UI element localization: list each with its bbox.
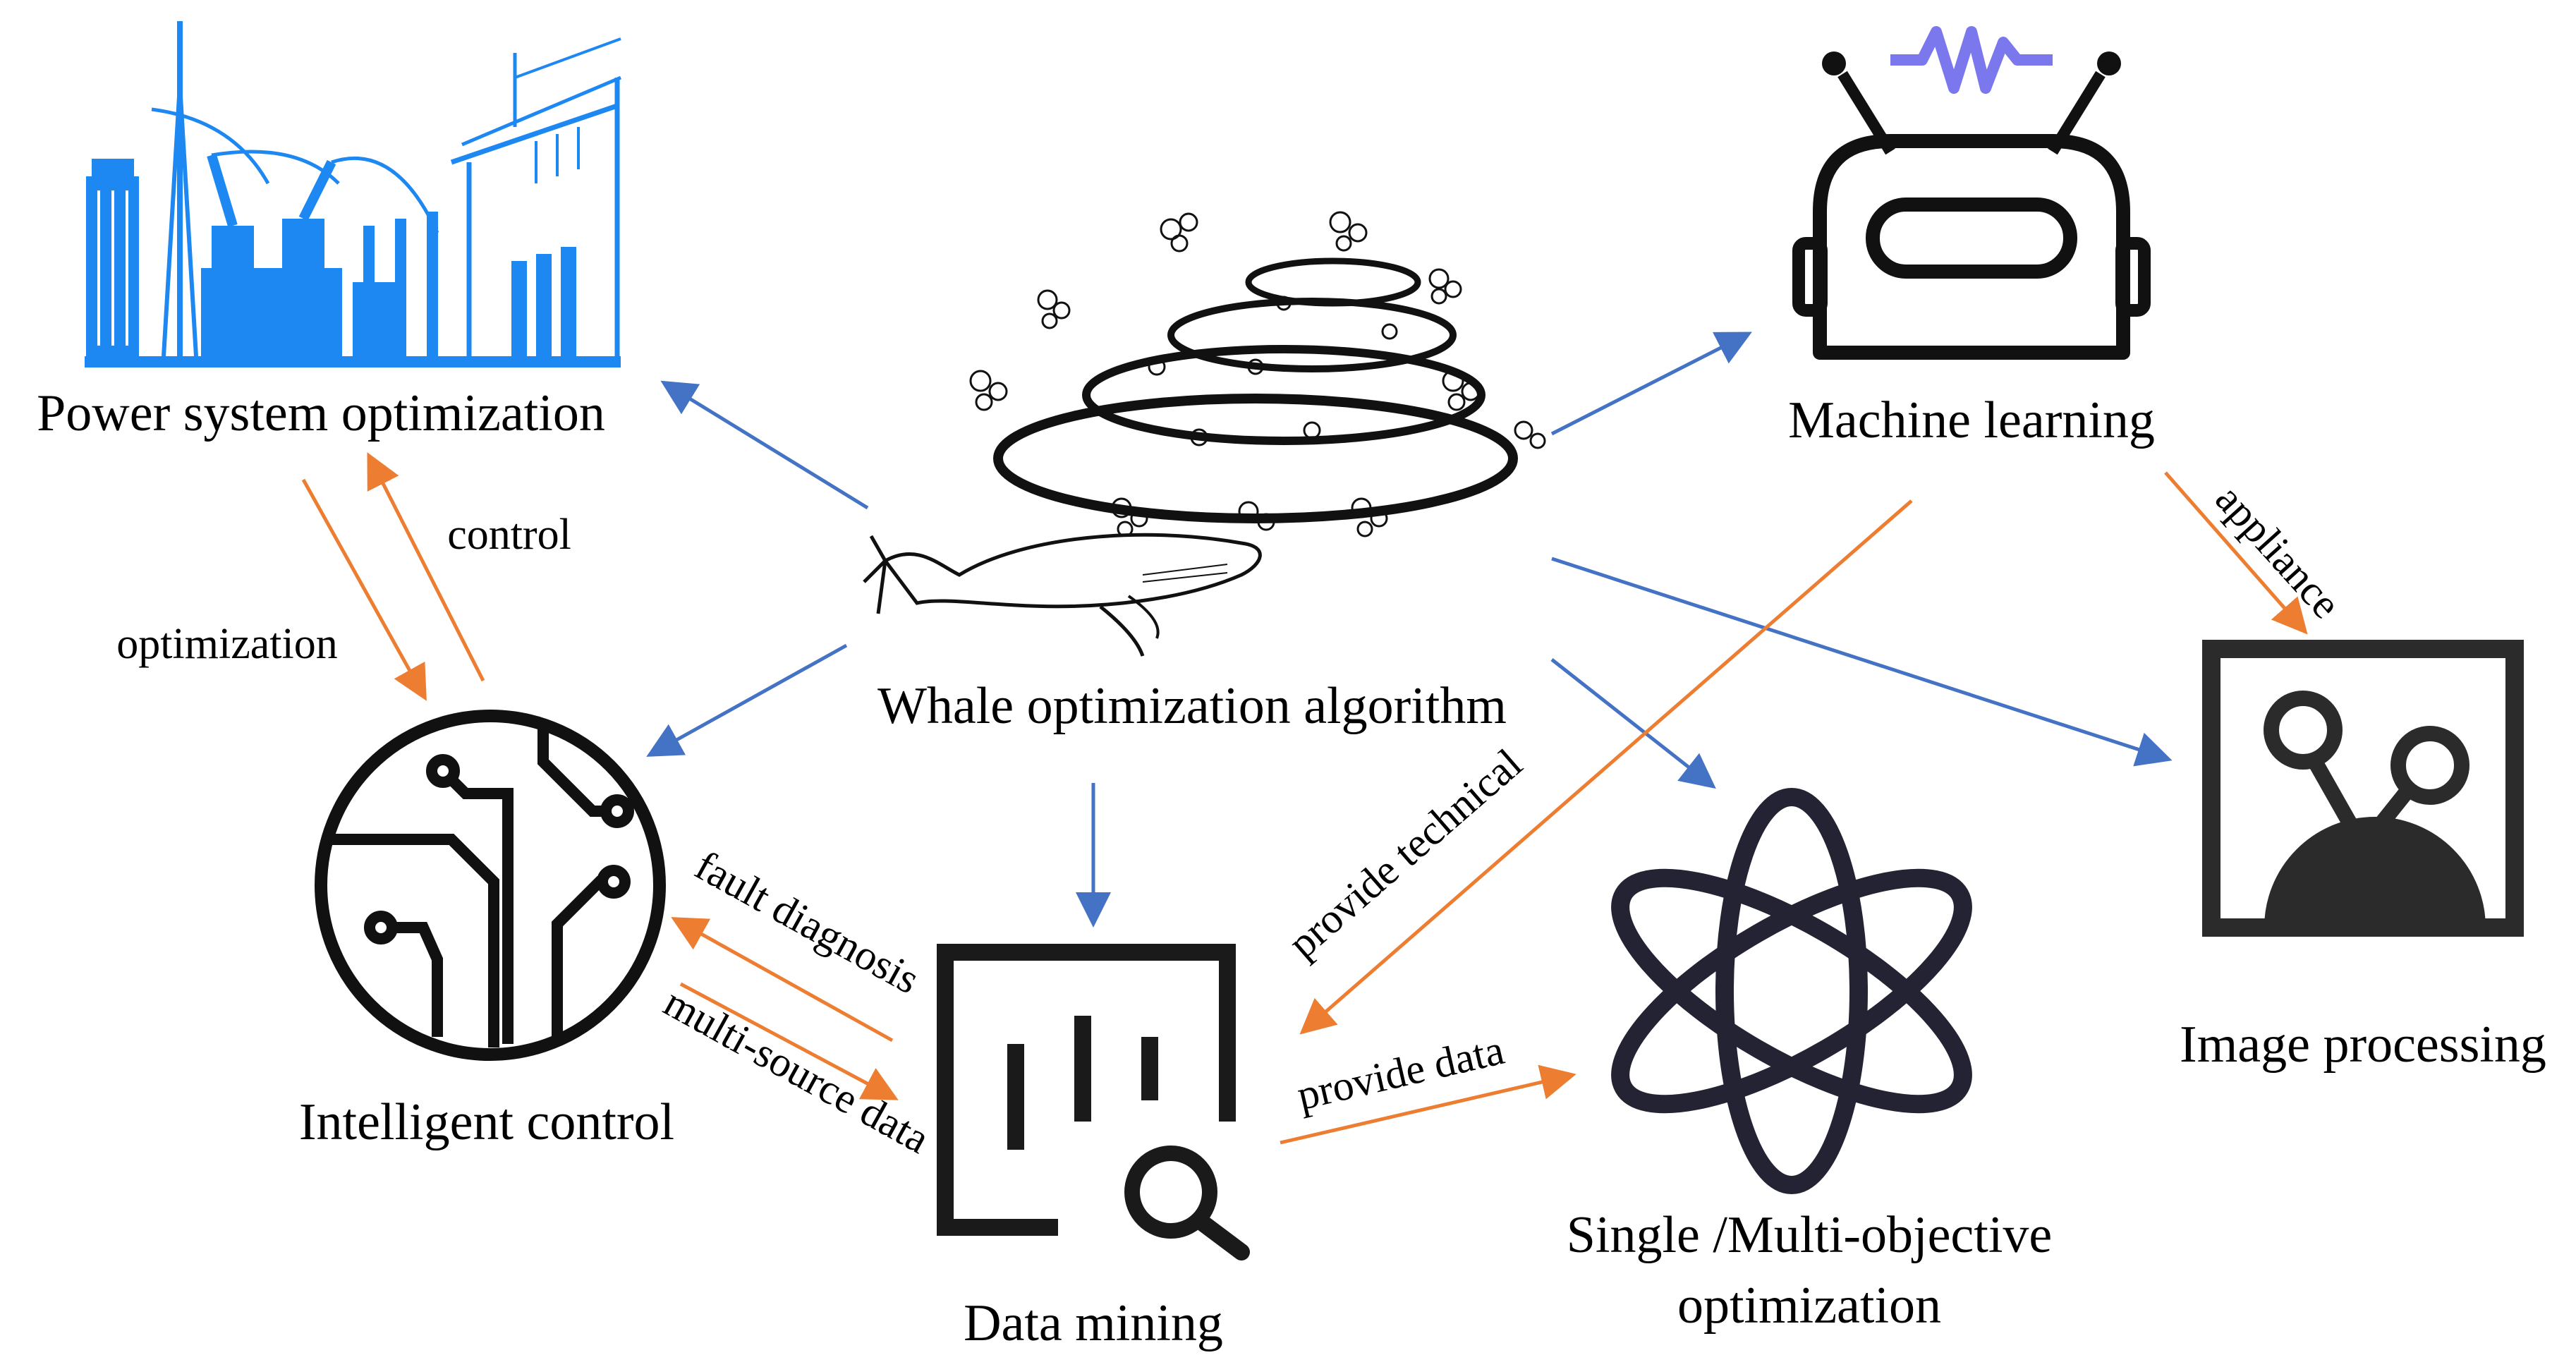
edge-label-appliance: appliance	[2206, 475, 2350, 627]
image-processing-icon	[2202, 640, 2524, 937]
edge-label-optimization: optimization	[116, 620, 337, 668]
orange-arrows	[301, 452, 2308, 1145]
arrow-intelligent-to-datamining	[679, 982, 899, 1100]
edge-label-multi-source-data: multi-source data	[657, 978, 937, 1162]
arrow-whale-to-singlemulti	[1550, 658, 1716, 789]
arrow-ml-to-datamining	[1299, 499, 1913, 1035]
robot-icon	[1792, 26, 2151, 360]
power-substation-icon	[85, 21, 621, 367]
blue-arrows	[646, 332, 2173, 928]
node-label-intelligent: Intelligent control	[299, 1093, 674, 1151]
data-mining-chart-icon	[937, 944, 1250, 1260]
arrow-whale-to-ml	[1550, 332, 1752, 436]
node-label-singlemulti-line2: optimization	[1677, 1277, 1941, 1335]
circuit-board-icon	[315, 710, 666, 1061]
whale-icon	[863, 211, 1546, 657]
edge-label-provide-technical: provide technical	[1280, 740, 1531, 967]
node-label-whale: Whale optimization algorithm	[877, 677, 1507, 735]
arrow-whale-to-power	[660, 380, 869, 510]
edge-label-control: control	[447, 511, 571, 559]
node-label-ml: Machine learning	[1788, 391, 2155, 449]
arrow-ml-to-image	[2164, 471, 2308, 635]
arrow-datamining-to-intelligent	[671, 917, 894, 1043]
arrow-intelligent-to-power	[367, 452, 485, 682]
arrow-whale-to-image	[1551, 557, 2173, 767]
node-label-singlemulti-line1: Single /Multi-objective	[1567, 1206, 2053, 1264]
node-label-power: Power system optimization	[37, 384, 605, 442]
arrow-datamining-to-singlemulti	[1280, 1064, 1576, 1145]
edge-label-fault-diagnosis: fault diagnosis	[688, 842, 928, 1002]
node-label-datamining: Data mining	[964, 1294, 1223, 1352]
atom-icon	[1611, 788, 1972, 1194]
edge-label-provide-data: provide data	[1293, 1026, 1508, 1119]
node-label-image: Image processing	[2180, 1016, 2546, 1074]
arrow-whale-to-intelligent	[646, 643, 848, 757]
arrow-power-to-intelligent	[301, 478, 427, 701]
